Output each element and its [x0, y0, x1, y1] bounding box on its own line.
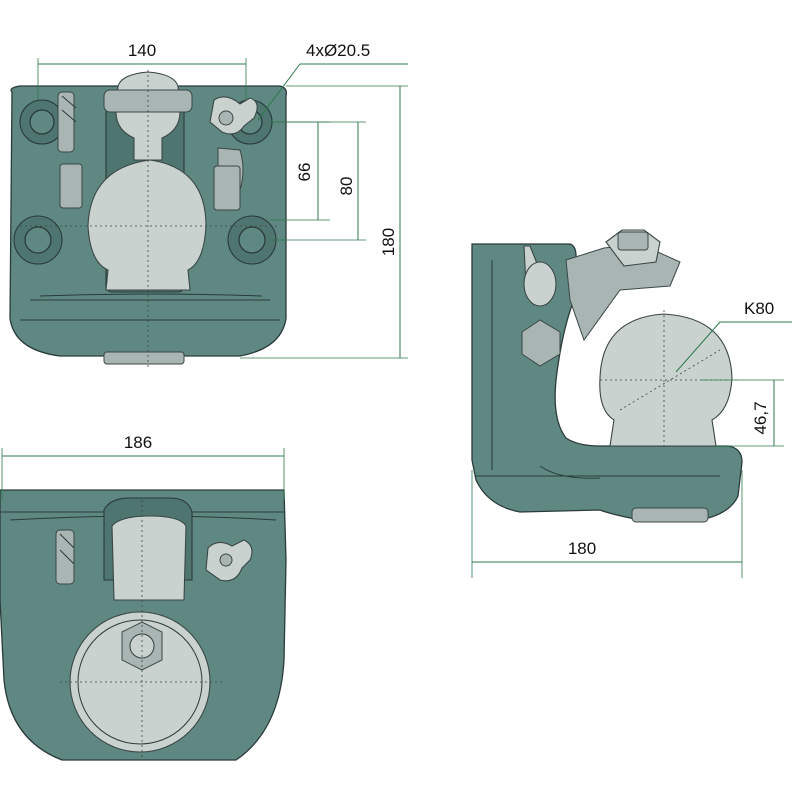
- dim-ball: K80: [744, 299, 774, 318]
- dim-top-height: 180: [379, 228, 398, 256]
- dim-bottom-width: 186: [124, 433, 152, 452]
- side-view: [471, 229, 743, 523]
- dim-holes: 4xØ20.5: [306, 41, 370, 60]
- front-view: [0, 489, 287, 761]
- top-view: [9, 70, 288, 370]
- dim-ball-height: 46,7: [751, 401, 770, 434]
- dim-hole-spacing-small: 66: [295, 163, 314, 182]
- dim-hole-spacing-large: 80: [337, 177, 356, 196]
- side-view-dimensions: K80 46,7 180: [471, 299, 792, 578]
- dim-side-width: 180: [568, 539, 596, 558]
- top-view-dimensions: 140 4xØ20.5 66 80 180: [37, 41, 408, 359]
- dim-top-width: 140: [128, 41, 156, 60]
- front-view-dimensions: 186: [1, 433, 285, 500]
